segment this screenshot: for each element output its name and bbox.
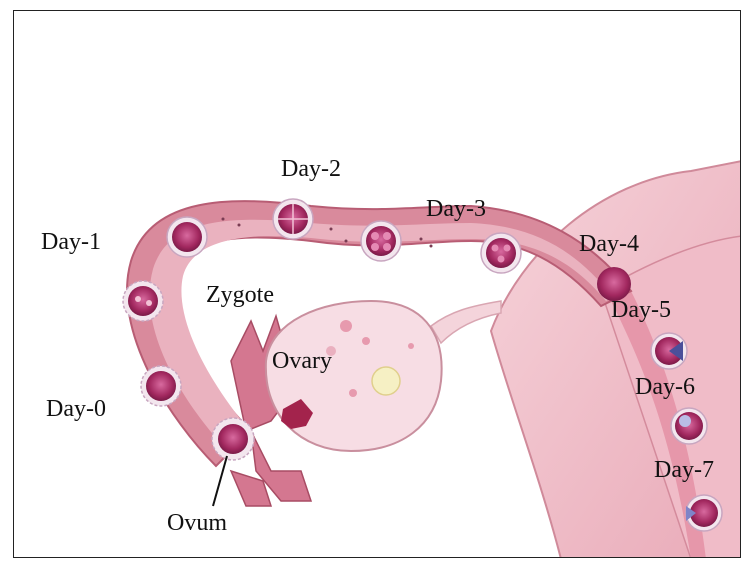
fertilization-illustration — [14, 11, 741, 558]
label-day-0: Day-0 — [46, 397, 106, 421]
label-day-2: Day-2 — [281, 157, 341, 181]
embryo-day0-ovum — [212, 418, 254, 460]
embryo-day6 — [671, 408, 707, 444]
ovarian-ligament — [431, 301, 501, 343]
label-zygote: Zygote — [206, 283, 274, 307]
embryo-day3 — [481, 233, 521, 273]
embryo-day4 — [597, 267, 631, 301]
embryo-day5 — [651, 333, 687, 369]
label-ovary: Ovary — [272, 349, 332, 373]
embryo-day7 — [686, 495, 722, 531]
label-day-7: Day-7 — [654, 458, 714, 482]
label-day-1: Day-1 — [41, 230, 101, 254]
embryo-day1 — [167, 217, 207, 257]
label-day-6: Day-6 — [635, 375, 695, 399]
label-ovum: Ovum — [167, 511, 227, 535]
embryo-zygote — [123, 281, 163, 321]
label-day-5: Day-5 — [611, 298, 671, 322]
embryo-day2b — [361, 221, 401, 261]
label-day-4: Day-4 — [579, 232, 639, 256]
diagram-frame: Day-2 Day-1 Day-3 Day-4 Zygote Day-5 Ova… — [13, 10, 741, 558]
embryo-day2 — [273, 199, 313, 239]
label-day-3: Day-3 — [426, 197, 486, 221]
embryo-day0 — [141, 366, 181, 406]
